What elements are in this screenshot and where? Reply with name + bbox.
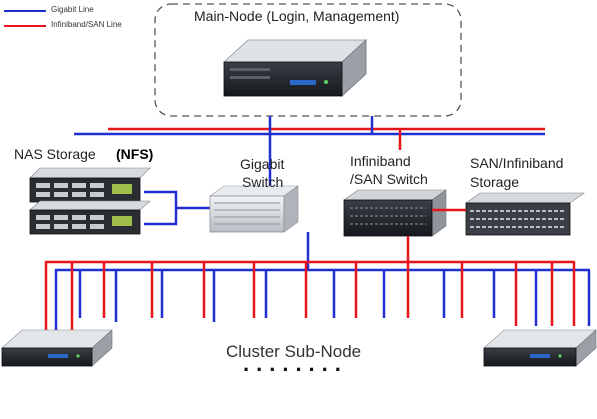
cluster-sub-node-label: Cluster Sub-Node — [226, 342, 362, 361]
san-storage-device — [465, 192, 585, 236]
infiniband-switch-label-line1: Infiniband — [350, 153, 411, 169]
nas-storage-unit-bottom — [29, 200, 151, 235]
san-storage-label-line1: SAN/Infiniband — [470, 155, 564, 171]
cluster-node-right — [483, 329, 597, 367]
cluster-node-left — [1, 329, 113, 367]
main-node-label: Main-Node (Login, Management) — [194, 8, 400, 24]
infiniband-switch-label-line2: /SAN Switch — [350, 171, 428, 187]
legend-infiniband-label: Infiniband/SAN Line — [51, 20, 122, 29]
nas-to-gigabit-link — [144, 190, 212, 226]
gigabit-switch-label-line1: Gigabit — [240, 156, 285, 172]
legend-gigabit-label: Gigabit Line — [51, 5, 94, 14]
main-node-server — [222, 39, 368, 97]
cluster-more-nodes-ellipsis: ........ — [243, 351, 348, 376]
infiniband-switch-device — [343, 189, 447, 237]
main-node-dashed-box — [154, 3, 462, 117]
legend — [4, 10, 46, 27]
nas-storage-label: NAS Storage — [14, 146, 96, 162]
gigabit-switch-device — [209, 185, 299, 233]
nas-protocol-label: (NFS) — [116, 146, 154, 162]
cluster-drop-lines — [44, 262, 591, 330]
nas-storage-unit-top — [29, 167, 151, 203]
san-storage-label-line2: Storage — [470, 174, 520, 190]
gigabit-switch-label-line2: Switch — [242, 174, 284, 190]
